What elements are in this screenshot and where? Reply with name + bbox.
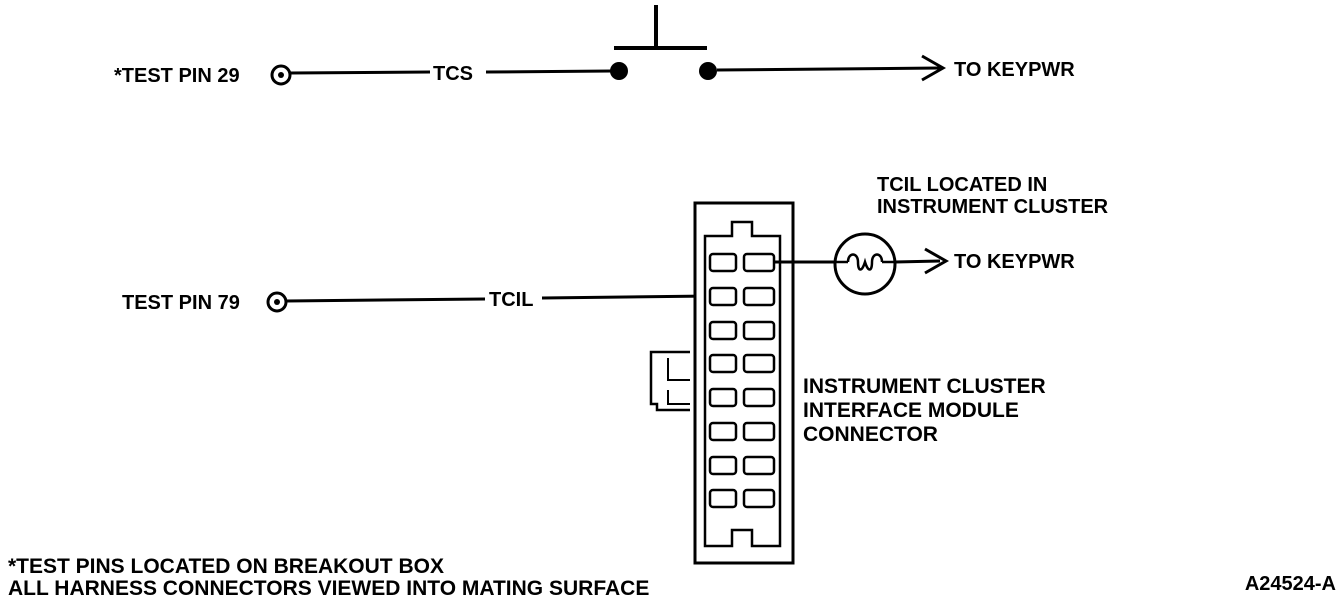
arrow-right-icon — [924, 247, 950, 275]
test-pin-79-label: TEST PIN 79 — [122, 292, 240, 314]
footnote-line2: ALL HARNESS CONNECTORS VIEWED INTO MATIN… — [8, 577, 649, 600]
connector-label-line1: INSTRUMENT CLUSTER — [803, 375, 1046, 398]
test-pin-79-terminal-icon — [266, 291, 288, 313]
tcil-wire-label: TCIL — [489, 289, 533, 311]
tcs-wire-label: TCS — [433, 63, 473, 85]
tcil-location-note-line2: INSTRUMENT CLUSTER — [877, 196, 1109, 218]
wire-test-pin-29-to-tcs — [289, 70, 431, 75]
footnote-line1: *TEST PINS LOCATED ON BREAKOUT BOX — [8, 555, 444, 578]
wire-tcs-to-switch — [485, 69, 613, 74]
test-pin-29-label: *TEST PIN 29 — [114, 65, 240, 87]
figure-id: A24524-A — [1245, 573, 1336, 595]
wire-lamp-to-keypwr — [894, 259, 941, 264]
tcil-lamp-icon — [833, 232, 897, 296]
test-pin-29-terminal-icon — [270, 64, 292, 86]
instrument-cluster-connector — [649, 201, 795, 565]
wire-test-pin-79-to-tcil — [285, 297, 486, 303]
connector-locking-tab — [649, 350, 690, 412]
connector-label-line3: CONNECTOR — [803, 423, 938, 446]
connector-cavities — [708, 252, 776, 509]
wire-tcil-to-connector — [541, 294, 712, 300]
wire-switch-to-keypwr — [716, 66, 941, 72]
bottom-keypwr-label: TO KEYPWR — [954, 251, 1075, 273]
arrow-right-icon — [921, 54, 947, 82]
tcil-location-note-line1: TCIL LOCATED IN — [877, 174, 1047, 196]
connector-label-line2: INTERFACE MODULE — [803, 399, 1019, 422]
top-keypwr-label: TO KEYPWR — [954, 59, 1075, 81]
tcs-switch-icon — [610, 5, 717, 80]
